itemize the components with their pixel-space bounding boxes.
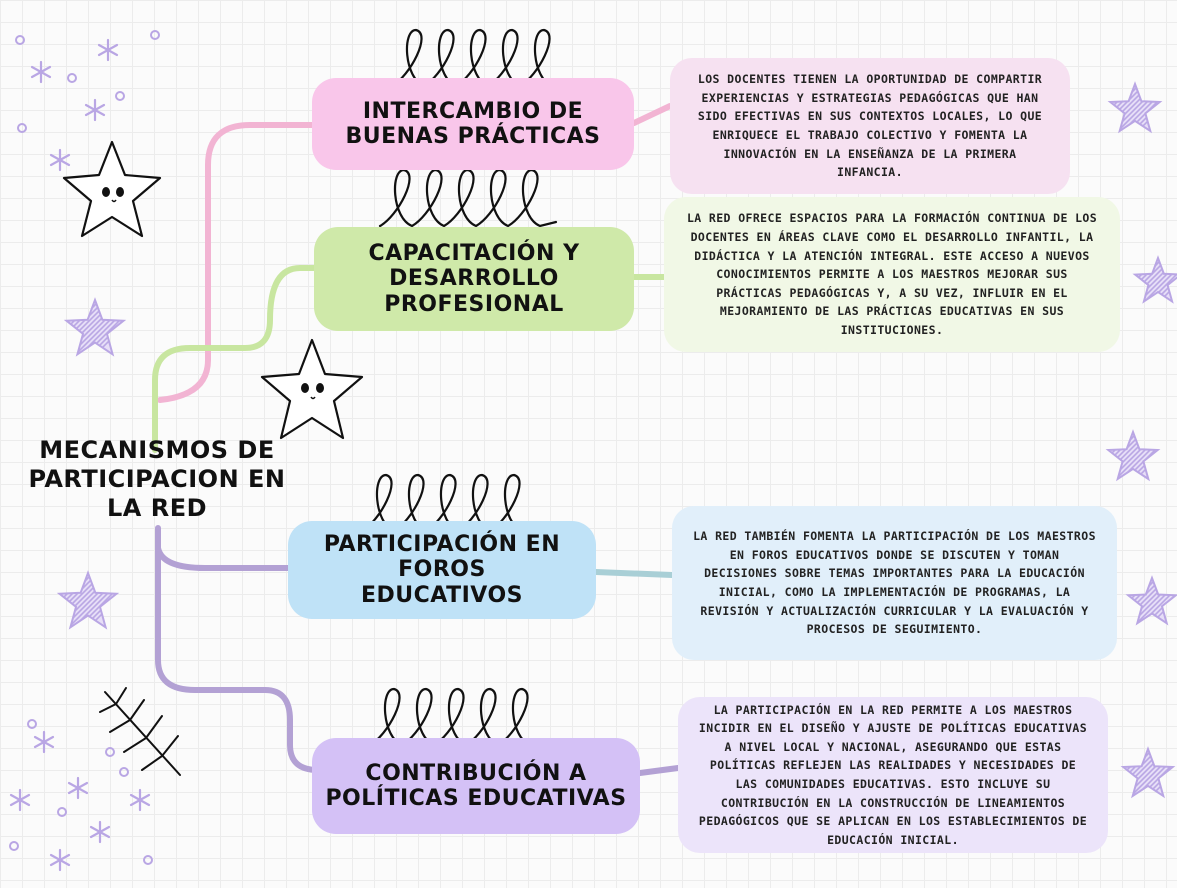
scribble-star-icon — [1107, 81, 1163, 134]
branch-intercambio: INTERCAMBIO DE BUENAS PRÁCTICAS — [312, 78, 634, 170]
sparkle-icon — [49, 148, 71, 172]
connector-purple-spur — [155, 545, 298, 571]
dot-icon — [17, 123, 27, 133]
dot-icon — [143, 855, 153, 865]
sparkle-icon — [89, 820, 111, 844]
sparkle-icon — [97, 38, 119, 62]
connector-desc-purple — [637, 765, 681, 776]
loop-scribbles — [360, 28, 570, 747]
sparkle-icon — [67, 776, 89, 800]
sparkle-icon — [84, 98, 106, 122]
loop-scribble-icon — [368, 687, 548, 747]
connector-purple — [155, 525, 321, 773]
root-title: MECANISMOS DE PARTICIPACION EN LA RED — [28, 436, 286, 522]
description-intercambio: LOS DOCENTES TIENEN LA OPORTUNIDAD DE CO… — [670, 58, 1070, 194]
dot-icon — [150, 30, 160, 40]
sparkle-icon — [30, 60, 52, 84]
description-foros: LA RED TAMBIÉN FOMENTA LA PARTICIPACIÓN … — [672, 506, 1117, 660]
dot-icon — [105, 747, 115, 757]
branch-foros: PARTICIPACIÓN EN FOROS EDUCATIVOS — [288, 521, 596, 619]
dot-icon — [9, 841, 19, 851]
sparkles — [9, 30, 160, 872]
cute-star-icon — [260, 338, 364, 440]
dot-icon — [57, 807, 67, 817]
scribble-star-icon — [1120, 746, 1176, 799]
dot-icon — [115, 91, 125, 101]
loop-scribble-icon — [360, 473, 540, 533]
branch-politicas: CONTRIBUCIÓN A POLÍTICAS EDUCATIVAS — [312, 738, 640, 834]
loop-scribble-icon — [378, 168, 558, 228]
sparkle-icon — [129, 788, 151, 812]
connectors — [152, 103, 681, 776]
sparkle-icon — [33, 730, 55, 754]
connector-pink — [157, 122, 321, 403]
scribble-star-icon — [1105, 429, 1161, 482]
branch-capacitacion: CAPACITACIÓN Y DESARROLLO PROFESIONAL — [314, 227, 634, 331]
leaf-sprig-icon — [99, 687, 181, 776]
connector-desc-pink — [631, 103, 673, 126]
description-capacitacion: LA RED OFRECE ESPACIOS PARA LA FORMACIÓN… — [664, 197, 1120, 352]
dot-icon — [67, 73, 77, 83]
dot-icon — [119, 767, 129, 777]
sparkle-icon — [49, 848, 71, 872]
scribble-star-icon — [56, 570, 120, 630]
connector-desc-blue — [593, 569, 675, 578]
scribble-star-icon — [1132, 255, 1177, 304]
cute-star-icon — [62, 140, 162, 238]
loop-scribble-icon — [390, 28, 570, 88]
description-politicas: LA PARTICIPACIÓN EN LA RED PERMITE A LOS… — [678, 697, 1108, 853]
sparkle-icon — [9, 788, 31, 812]
connector-green — [152, 265, 321, 453]
dot-icon — [15, 35, 25, 45]
dot-icon — [27, 719, 37, 729]
scribble-star-icon — [63, 297, 127, 357]
